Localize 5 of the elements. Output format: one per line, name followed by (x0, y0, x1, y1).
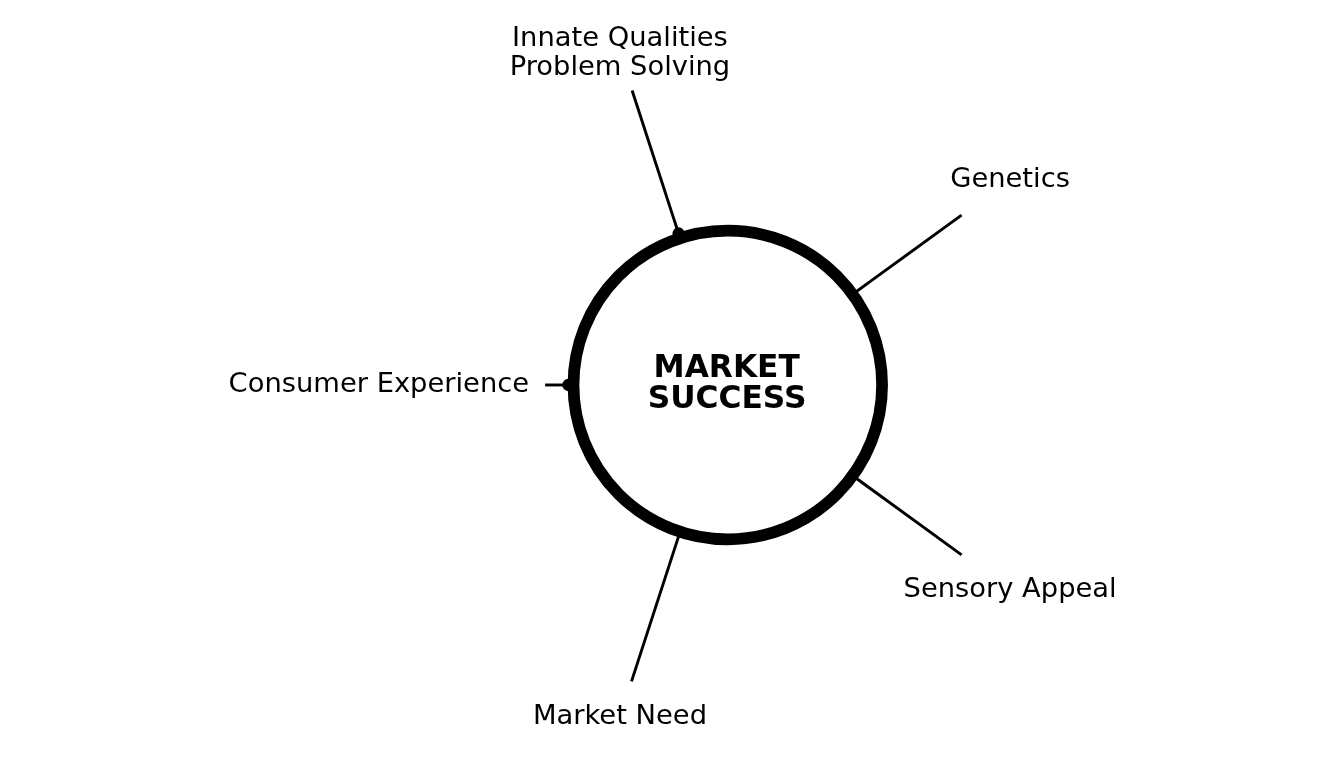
node-text: Market Need (532, 699, 707, 731)
node-text: Innate Qualities Problem Solving (509, 20, 730, 81)
node-text: Genetics (949, 162, 1070, 194)
node-text: Consumer Experience (228, 367, 529, 399)
node-text: Sensory Appeal (903, 572, 1117, 604)
